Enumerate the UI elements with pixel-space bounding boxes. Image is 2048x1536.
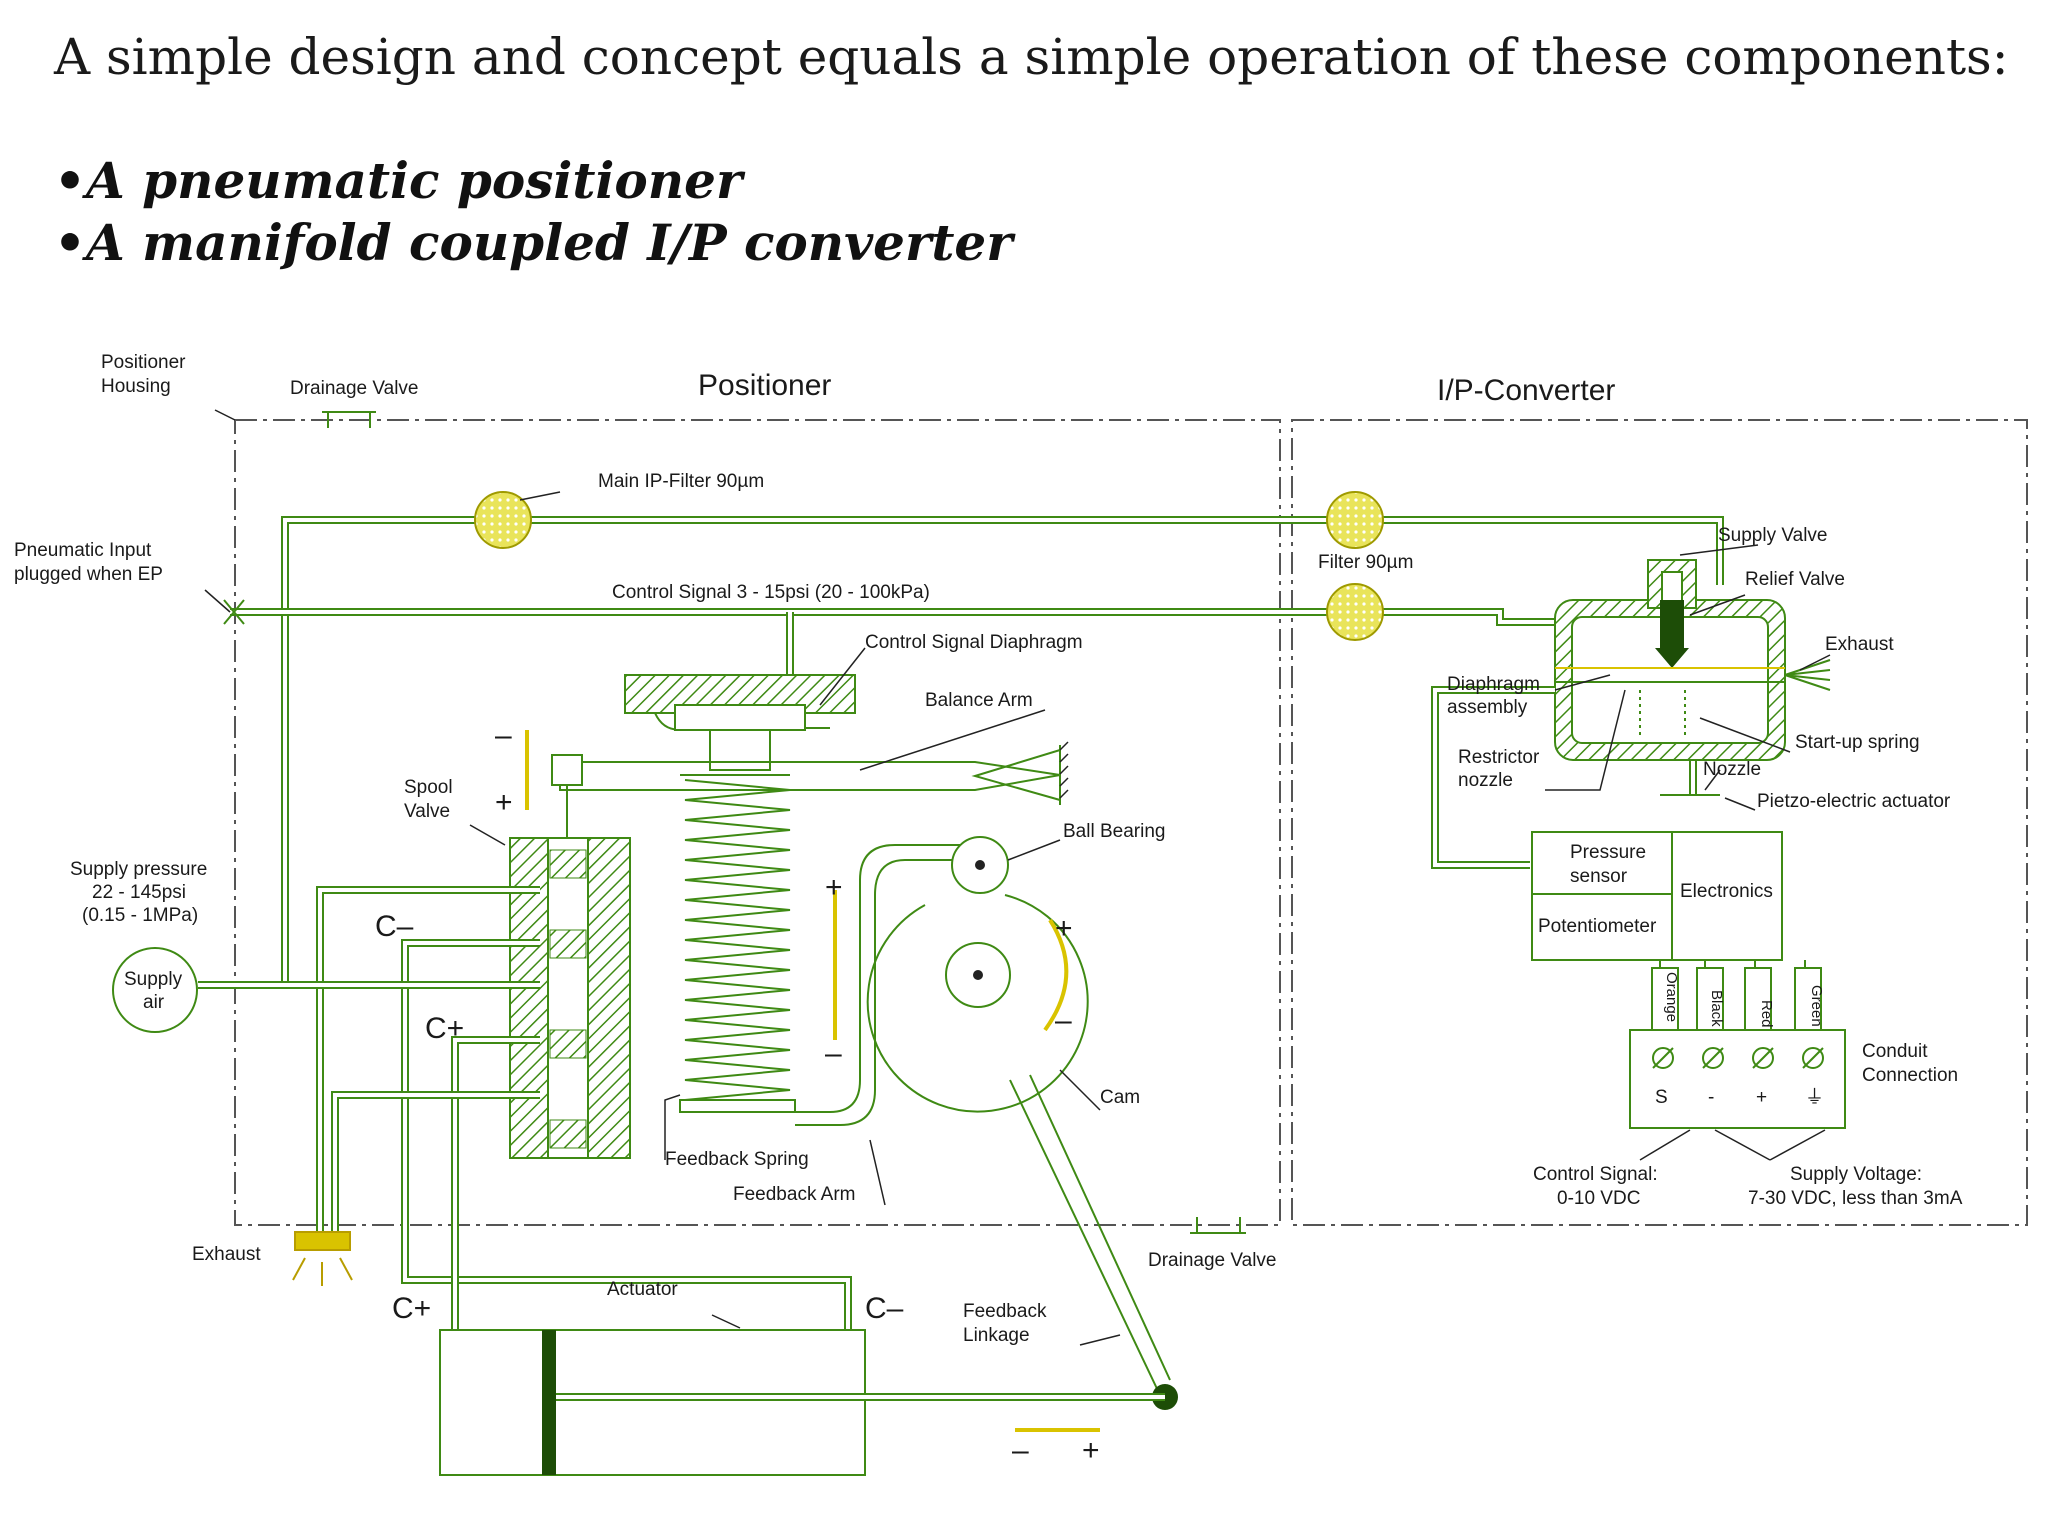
label-feedback-linkage-1: Feedback <box>963 1301 1047 1322</box>
pressure-sensor <box>1531 831 1673 895</box>
label-balance-arm: Balance Arm <box>925 690 1033 711</box>
label-spool-valve-1: Spool <box>404 777 453 798</box>
label-supply-air-2: air <box>143 992 165 1013</box>
label-feedback-linkage-2: Linkage <box>963 1325 1030 1346</box>
converter-title: I/P-Converter <box>1437 374 1615 407</box>
sign-plus-actuator: + <box>1082 1434 1100 1467</box>
wire-black: Black <box>1708 990 1725 1027</box>
label-actuator: Actuator <box>607 1279 678 1300</box>
bullet-ip-converter: •A manifold coupled I/P converter <box>54 213 1013 272</box>
sign-minus-cam: – <box>1055 1004 1072 1037</box>
label-control-signal-diaphragm: Control Signal Diaphragm <box>865 632 1083 653</box>
main-ip-filter-icon <box>474 491 532 549</box>
terminal-minus: - <box>1708 1087 1714 1108</box>
sign-minus-spool: – <box>495 719 512 752</box>
label-positioner-housing-2: Housing <box>101 376 171 397</box>
feedback-arm <box>795 844 965 1113</box>
relief-valve <box>1660 600 1684 650</box>
label-potentiometer: Potentiometer <box>1538 916 1657 937</box>
wire-green: Green <box>1808 985 1825 1027</box>
label-electronics: Electronics <box>1680 881 1773 902</box>
label-exhaust-right: Exhaust <box>1825 634 1894 655</box>
label-supply-pressure-3: (0.15 - 1MPa) <box>82 905 198 926</box>
sign-plus-cam: + <box>1055 912 1073 945</box>
feedback-linkage <box>1009 1074 1171 1396</box>
label-supply-pressure-1: Supply pressure <box>70 859 207 880</box>
label-piezo: Pietzo-electric actuator <box>1757 791 1951 812</box>
label-nozzle: Nozzle <box>1703 759 1761 780</box>
sign-minus-arm: – <box>825 1037 842 1070</box>
wire-red: Red <box>1758 1000 1775 1028</box>
label-c-plus-mid: C+ <box>425 1012 464 1045</box>
plug-icon <box>223 599 245 625</box>
label-spool-valve-2: Valve <box>404 801 450 822</box>
label-main-filter: Main IP-Filter 90µm <box>598 471 764 492</box>
label-pneumatic-input-1: Pneumatic Input <box>14 540 152 561</box>
label-restrictor-nozzle-2: nozzle <box>1458 770 1513 791</box>
conduit-connection <box>1629 1029 1846 1129</box>
label-supply-valve: Supply Valve <box>1718 525 1828 546</box>
signal-filter-icon <box>1326 583 1384 641</box>
label-relief-valve: Relief Valve <box>1745 569 1845 590</box>
drainage-valve-top <box>322 411 376 428</box>
label-pneumatic-input-2: plugged when EP <box>14 564 163 585</box>
label-supply-voltage-2: 7-30 VDC, less than 3mA <box>1748 1188 1963 1209</box>
label-c-plus-bottom: C+ <box>392 1292 431 1325</box>
component-list: •A pneumatic positioner •A manifold coup… <box>54 150 1013 274</box>
label-pressure-sensor-1: Pressure <box>1570 842 1646 863</box>
potentiometer <box>1531 893 1673 961</box>
startup-spring <box>1639 690 1686 735</box>
sign-plus-arm: + <box>825 871 843 904</box>
label-c-minus-top: C– <box>375 910 414 943</box>
signal-wires <box>1659 960 1806 1030</box>
label-c-minus-bottom: C– <box>865 1292 904 1325</box>
bullet-pneumatic-positioner: •A pneumatic positioner <box>54 151 743 210</box>
sign-minus-actuator: – <box>1012 1434 1029 1467</box>
label-ball-bearing: Ball Bearing <box>1063 821 1165 842</box>
label-supply-voltage-1: Supply Voltage: <box>1790 1164 1922 1185</box>
label-pressure-sensor-2: sensor <box>1570 866 1628 887</box>
actuator <box>439 1329 866 1476</box>
label-diaphragm-assembly-1: Diaphragm <box>1447 674 1540 695</box>
label-supply-air-1: Supply <box>124 969 183 990</box>
label-drainage-valve-top: Drainage Valve <box>290 378 419 399</box>
label-cam: Cam <box>1100 1087 1140 1108</box>
wire-orange: Orange <box>1663 972 1680 1022</box>
label-feedback-spring: Feedback Spring <box>665 1149 809 1170</box>
label-diaphragm-assembly-2: assembly <box>1447 697 1528 718</box>
label-control-signal-v-2: 0-10 VDC <box>1557 1188 1640 1209</box>
label-conduit-1: Conduit <box>1862 1041 1928 1062</box>
electronics <box>1671 831 1783 961</box>
label-positioner-housing-1: Positioner <box>101 352 186 373</box>
slide-heading: A simple design and concept equals a sim… <box>54 28 2009 86</box>
label-restrictor-nozzle-1: Restrictor <box>1458 747 1540 768</box>
positioner-title: Positioner <box>698 369 831 402</box>
label-control-signal-v-1: Control Signal: <box>1533 1164 1658 1185</box>
label-feedback-arm: Feedback Arm <box>733 1184 856 1205</box>
supply-filter-icon <box>1326 491 1384 549</box>
balance-arm <box>559 761 1061 791</box>
supply-air-icon <box>112 947 198 1033</box>
label-drainage-valve-bottom: Drainage Valve <box>1148 1250 1277 1271</box>
drainage-valve-bottom <box>1190 1217 1246 1234</box>
feedback-spring <box>684 779 791 1101</box>
positioner-housing-boundary <box>234 419 1281 1226</box>
label-filter: Filter 90µm <box>1318 552 1413 573</box>
terminal-ground: ⏚ <box>1805 1087 1824 1108</box>
label-exhaust-left: Exhaust <box>192 1244 261 1265</box>
terminal-s: S <box>1655 1087 1668 1108</box>
label-supply-pressure-2: 22 - 145psi <box>92 882 186 903</box>
converter-housing-boundary <box>1291 419 2028 1226</box>
exhaust-right-icon <box>1784 659 1831 691</box>
label-control-signal: Control Signal 3 - 15psi (20 - 100kPa) <box>612 582 930 603</box>
sign-plus-spool: + <box>495 786 513 819</box>
cam <box>866 894 1089 1113</box>
label-startup-spring: Start-up spring <box>1795 732 1920 753</box>
exhaust-port-left <box>294 1231 351 1251</box>
terminal-plus: + <box>1756 1087 1767 1108</box>
label-conduit-2: Connection <box>1862 1065 1958 1086</box>
